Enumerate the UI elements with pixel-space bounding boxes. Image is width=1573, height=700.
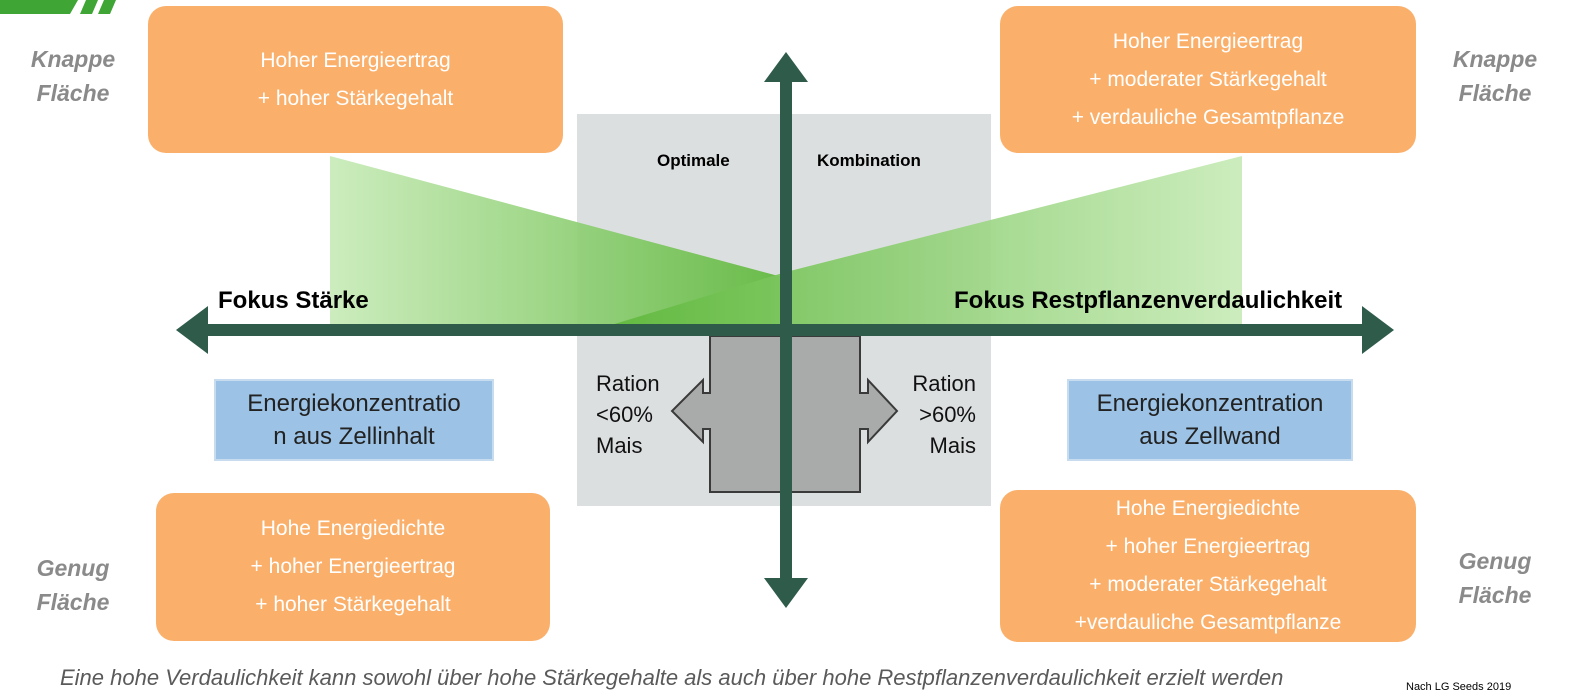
ration-right-label: Ration >60% Mais [912, 371, 976, 458]
kombination-label: Kombination [817, 151, 921, 170]
axis-arrow-right [1362, 306, 1394, 354]
box-top-right: Hoher Energieertrag + moderater Stärkege… [1000, 6, 1416, 153]
digestibility-focus-wedge [608, 156, 1242, 326]
axis-arrow-down [764, 578, 808, 608]
starch-focus-wedge [330, 156, 786, 326]
axis-arrow-up [764, 52, 808, 82]
box-top-left: Hoher Energieertrag + hoher Stärkegehalt [148, 6, 563, 153]
box-bottom-left: Hohe Energiedichte + hoher Energieertrag… [156, 493, 550, 641]
energy-cell-wall-box: Energiekonzentration aus Zellwand [1067, 379, 1353, 461]
side-label-top-right: Knappe Fläche [1452, 46, 1538, 106]
axis-label-digestibility: Fokus Restpflanzenverdaulichkeit [954, 287, 1343, 314]
logo-fragment [0, 0, 116, 14]
side-label-bottom-left: Genug Fläche [36, 555, 110, 615]
energy-cell-content-box: Energiekonzentratio n aus Zellinhalt [214, 379, 494, 461]
footer-caption: Eine hohe Verdaulichkeit kann sowohl übe… [60, 665, 1284, 690]
side-label-bottom-right: Genug Fläche [1458, 548, 1532, 608]
axis-label-starch: Fokus Stärke [218, 287, 369, 314]
vertical-axis-line [780, 76, 792, 586]
ration-left-label: Ration <60% Mais [596, 371, 660, 458]
side-label-top-left: Knappe Fläche [30, 46, 116, 106]
optimale-label: Optimale [657, 151, 730, 170]
box-bottom-right: Hohe Energiedichte + hoher Energieertrag… [1000, 490, 1416, 642]
source-note: Nach LG Seeds 2019 [1406, 681, 1512, 693]
axis-arrow-left [176, 306, 208, 354]
